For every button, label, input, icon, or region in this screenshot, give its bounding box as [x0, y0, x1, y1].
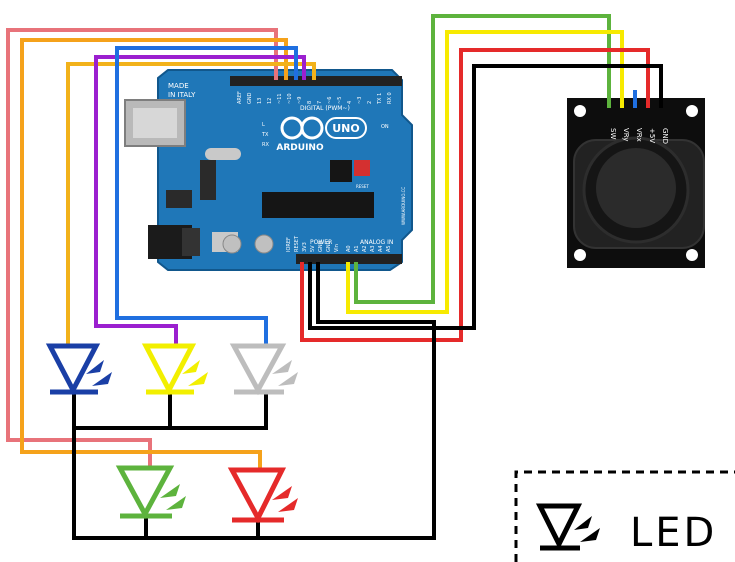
- wire-blue: [115, 46, 298, 346]
- power-pin-label-2: 3V3: [302, 242, 308, 252]
- arduino-uno-board: MADE IN ITALY UNO ARDUINO DIGITAL (PWM~)…: [124, 69, 413, 271]
- digital-pin-label-9: ~6: [327, 97, 333, 104]
- digital-pin-label-3: 12: [267, 98, 273, 104]
- led-green: [115, 465, 186, 520]
- digital-pin-label-11: 4: [347, 101, 353, 104]
- l-label: L: [262, 122, 265, 128]
- digital-pin-label-12: ~3: [357, 97, 363, 104]
- joystick-pin-label-0: SW: [609, 128, 617, 139]
- wire-ground-bus: [72, 262, 436, 540]
- digital-pin-label-1: GND: [247, 92, 253, 104]
- analog-pin-label-5: A5: [386, 245, 392, 252]
- digital-pin-label-14: TX 1: [377, 93, 383, 105]
- power-pin-label-6: Vin: [334, 244, 340, 252]
- legend-box: LED: [514, 470, 735, 562]
- power-label: POWER: [310, 239, 332, 246]
- made-in-italy-label: IN ITALY: [168, 91, 196, 99]
- power-pin-label-4: GND: [318, 240, 324, 252]
- rx-label: RX: [262, 142, 269, 148]
- digital-pin-label-13: 2: [367, 101, 373, 104]
- led-gray: [229, 343, 298, 396]
- led-red: [227, 467, 298, 524]
- made-in-label: MADE: [168, 82, 189, 90]
- wire-purple: [94, 55, 306, 346]
- digital-pin-label-15: RX 0: [387, 92, 393, 104]
- joystick-pin-label-3: +5V: [648, 128, 656, 143]
- power-header: [296, 254, 352, 264]
- digital-pin-label-8: 7: [317, 101, 323, 104]
- website-label: WWW.ARDUINO.CC: [401, 187, 406, 225]
- joystick-pin-label-4: GND: [661, 128, 669, 144]
- analog-pin-label-1: A1: [354, 245, 360, 252]
- on-label: ON: [381, 124, 389, 130]
- wire-red: [300, 48, 650, 342]
- led-symbol-icon: [535, 503, 600, 551]
- power-pin-label-5: GND: [326, 240, 332, 252]
- digital-pin-label-10: ~5: [337, 97, 343, 104]
- wires: [6, 14, 663, 540]
- analog-pin-label-4: A4: [378, 245, 384, 252]
- led-blue: [45, 343, 112, 396]
- atmega-chip: [262, 192, 374, 218]
- arduino-logo-icon: [280, 116, 324, 140]
- analog-pin-label-2: A2: [362, 245, 368, 252]
- wire-amber: [66, 62, 316, 346]
- wire-black: [308, 64, 663, 330]
- reset-button: [354, 160, 370, 176]
- reset-label: RESET: [356, 184, 369, 189]
- wire-yellow: [346, 30, 624, 314]
- power-pin-label-0: IOREF: [286, 237, 292, 252]
- board-logo-label: ARDUINO: [276, 143, 324, 153]
- legend-label: LED: [630, 510, 717, 556]
- digital-pin-label-5: ~10: [287, 93, 293, 104]
- analog-header: [346, 254, 402, 264]
- power-pin-label-1: RESET: [294, 235, 300, 252]
- joystick-module: SW VRy VRx +5V GND: [567, 98, 705, 268]
- digital-header: [230, 76, 402, 86]
- digital-label: DIGITAL (PWM~): [300, 105, 350, 112]
- joystick-pin-label-2: VRx: [635, 128, 643, 142]
- analog-label: ANALOG IN: [360, 239, 393, 246]
- led-yellow: [141, 343, 208, 396]
- digital-pin-label-2: 13: [257, 98, 263, 104]
- joystick-pin-labels: SW VRy VRx +5V GND: [609, 128, 669, 144]
- digital-pin-label-0: AREF: [237, 91, 243, 104]
- joystick-pin-label-1: VRy: [622, 128, 630, 141]
- digital-pin-label-4: ~11: [277, 93, 283, 104]
- digital-pin-label-7: 8: [307, 101, 313, 104]
- power-pin-label-3: 5V: [310, 245, 316, 252]
- analog-pin-label-3: A3: [370, 245, 376, 252]
- tx-label: TX: [261, 132, 269, 138]
- board-model-label: UNO: [332, 122, 360, 135]
- digital-pin-labels: AREF GND 13 12 ~11 ~10 ~9 8 7 ~6 ~5 4 ~3 2 TX 1 RX 0: [237, 91, 393, 105]
- analog-pin-label-0: A0: [346, 245, 352, 252]
- digital-pin-label-6: ~9: [297, 97, 303, 104]
